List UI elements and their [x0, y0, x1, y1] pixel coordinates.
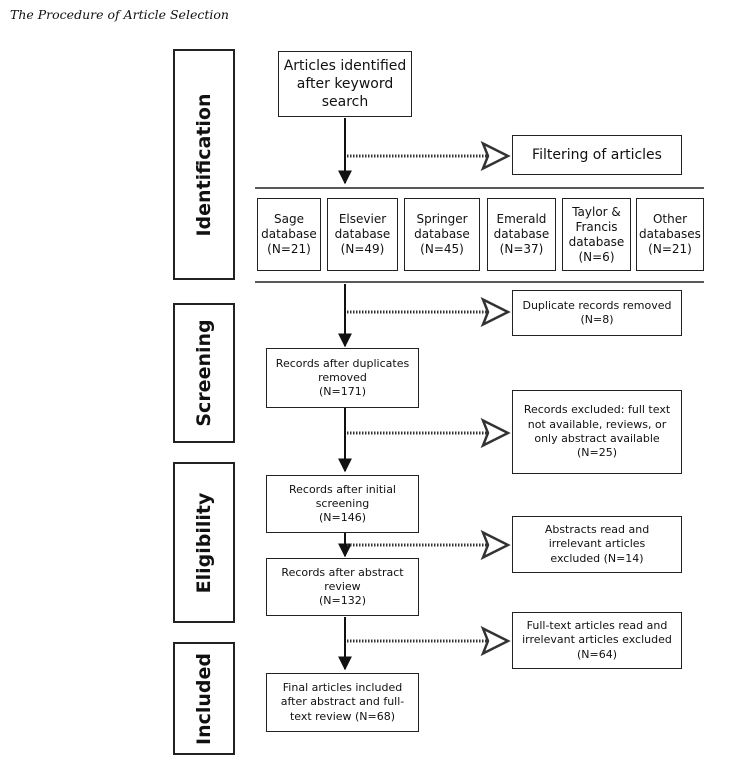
stage-identification: Identification — [173, 49, 235, 280]
stage-eligibility: Eligibility — [173, 462, 235, 623]
box-final-included: Final articles included after abstract a… — [266, 673, 419, 732]
database-springer: Springer database (N=45) — [404, 198, 480, 271]
stage-screening-label: Screening — [193, 319, 215, 427]
stage-included-label: Included — [193, 652, 215, 745]
database-elsevier: Elsevier database (N=49) — [327, 198, 398, 271]
box-articles-identified: Articles identified after keyword search — [278, 51, 412, 117]
stage-eligibility-label: Eligibility — [193, 492, 215, 593]
box-abstracts-excluded: Abstracts read and irrelevant articles e… — [512, 516, 682, 573]
database-taylor-francis: Taylor & Francis database (N=6) — [562, 198, 631, 271]
database-emerald: Emerald database (N=37) — [487, 198, 556, 271]
box-fulltext-excluded: Full-text articles read and irrelevant a… — [512, 612, 682, 669]
box-after-abstract-review: Records after abstract review (N=132) — [266, 558, 419, 616]
stage-screening: Screening — [173, 303, 235, 443]
stage-included: Included — [173, 642, 235, 755]
figure-caption: The Procedure of Article Selection — [10, 7, 229, 22]
database-other: Other databases (N=21) — [636, 198, 704, 271]
stage-identification-label: Identification — [193, 92, 215, 237]
box-duplicates-removed: Duplicate records removed (N=8) — [512, 290, 682, 336]
box-after-initial-screening: Records after initial screening (N=146) — [266, 475, 419, 533]
database-sage: Sage database (N=21) — [257, 198, 321, 271]
box-after-duplicates: Records after duplicates removed (N=171) — [266, 348, 419, 408]
box-filtering: Filtering of articles — [512, 135, 682, 175]
box-records-excluded: Records excluded: full text not availabl… — [512, 390, 682, 474]
